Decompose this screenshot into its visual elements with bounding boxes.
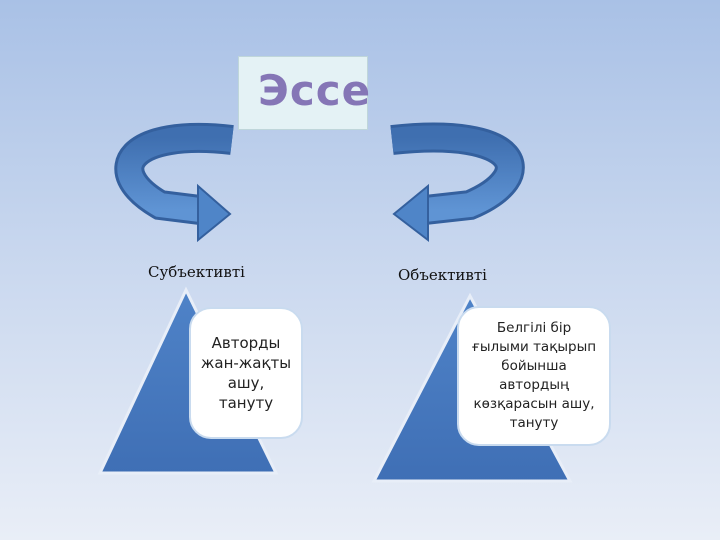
objective-card-text: Белгілі бір ғылыми тақырып бойынша автор… <box>469 319 599 433</box>
right-curved-arrow <box>392 138 510 240</box>
subjective-card-text: Авторды жан-жақты ашу, тануту <box>199 333 293 413</box>
page-title: Эссе <box>258 66 371 115</box>
objective-label: Объективті <box>398 266 487 284</box>
left-curved-arrow <box>129 138 232 240</box>
subjective-label: Субъективті <box>148 263 245 281</box>
objective-card: Белгілі бір ғылыми тақырып бойынша автор… <box>457 306 611 446</box>
subjective-card: Авторды жан-жақты ашу, тануту <box>189 307 303 439</box>
